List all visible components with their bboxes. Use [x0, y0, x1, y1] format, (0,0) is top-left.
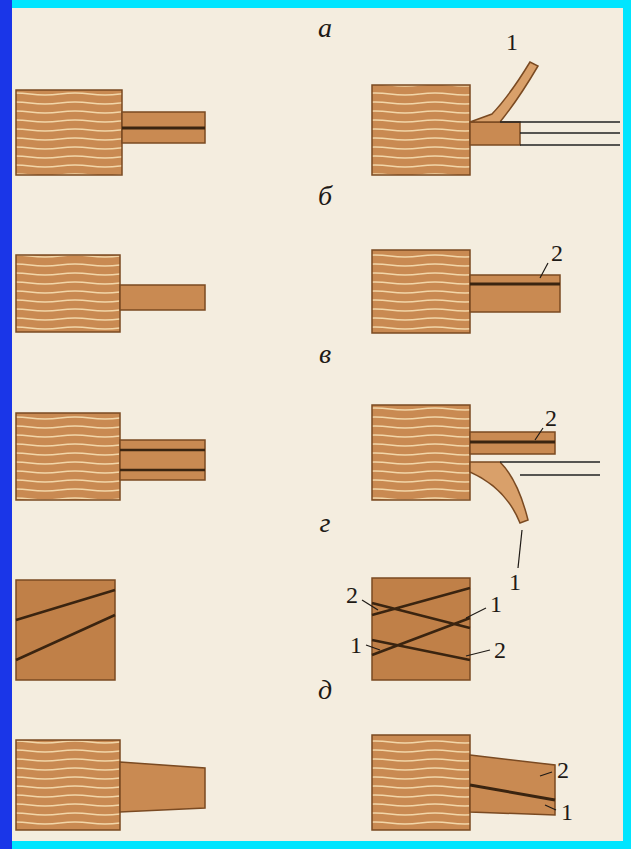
callout-number: 2 [545, 406, 557, 430]
callout-number: 1 [509, 570, 521, 594]
callout-number: 2 [557, 758, 569, 782]
variant-letter: а [318, 14, 332, 42]
callout-number: 2 [494, 638, 506, 662]
variant-letter: в [319, 340, 331, 368]
callout-number: 2 [551, 241, 563, 265]
callout-number: 1 [490, 592, 502, 616]
callout-number: 1 [506, 30, 518, 54]
variant-letter: б [318, 182, 332, 210]
variant-letter: г [320, 509, 331, 537]
callout-number: 2 [346, 583, 358, 607]
variant-letter: д [318, 676, 332, 704]
callout-number: 1 [561, 800, 573, 824]
frame-stripe [0, 0, 12, 849]
callout-number: 1 [350, 633, 362, 657]
